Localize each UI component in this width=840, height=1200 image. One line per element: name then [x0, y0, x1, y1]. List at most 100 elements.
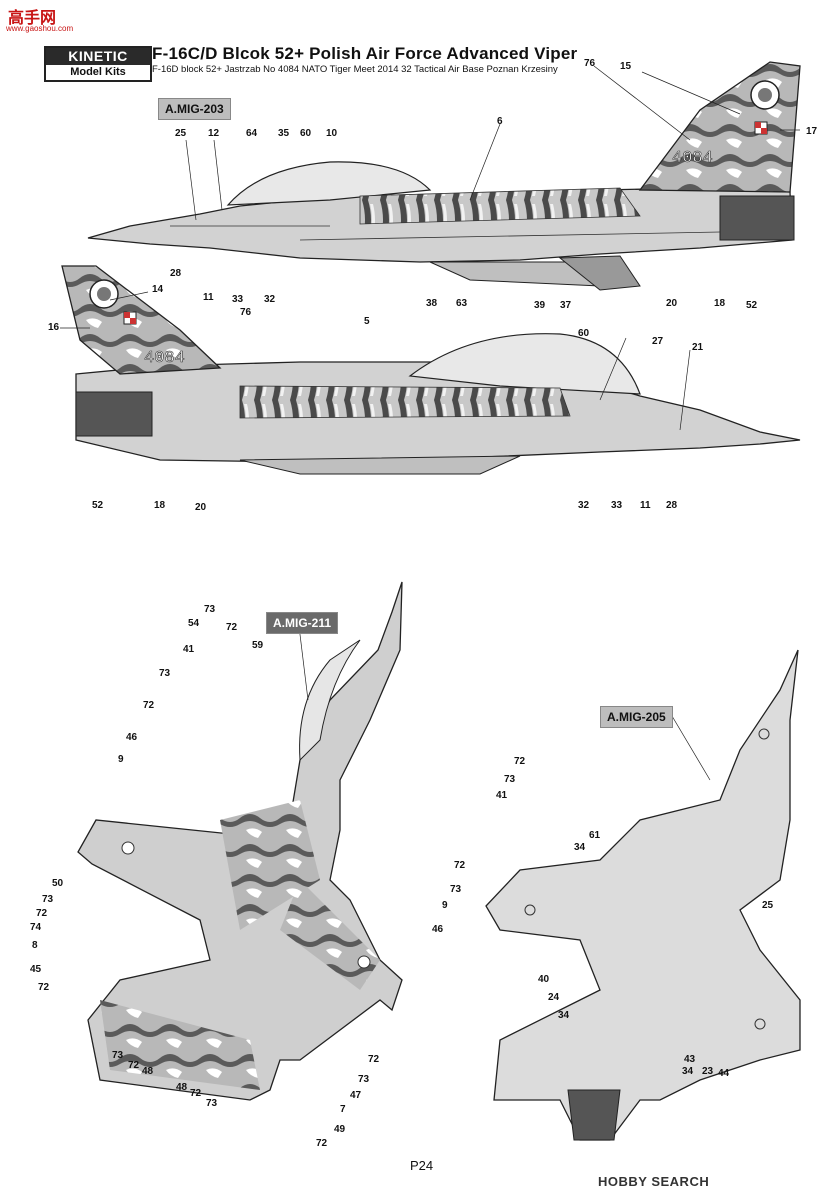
callout: 48 [176, 1082, 188, 1093]
callout: 72 [454, 860, 466, 871]
callout: 72 [514, 756, 526, 767]
callout: 34 [682, 1066, 694, 1077]
color-tag-side: A.MIG-203 [158, 98, 231, 120]
logo-subtitle: Model Kits [70, 66, 126, 78]
callout: 63 [456, 298, 468, 309]
callout: 43 [684, 1054, 696, 1065]
callout: 25 [175, 128, 187, 139]
callout: 18 [714, 298, 726, 309]
callout: 14 [152, 284, 164, 295]
callout: 61 [589, 830, 601, 841]
side1-serial: 4084 [672, 149, 713, 168]
watermark-url: www.gaoshou.com [6, 24, 74, 33]
callout: 32 [578, 500, 590, 511]
callout: 44 [718, 1068, 730, 1079]
side-view-upper: 4084 [87, 61, 801, 291]
callout: 12 [208, 128, 220, 139]
callout: 38 [426, 298, 438, 309]
callout: 33 [232, 294, 244, 305]
callout: 40 [538, 974, 550, 985]
color-tag-bottom: A.MIG-205 [600, 706, 673, 728]
callout: 76 [240, 307, 252, 318]
logo-brand: KINETIC [46, 48, 150, 65]
callout: 73 [358, 1074, 370, 1085]
callout: 9 [118, 754, 124, 765]
callout: 48 [142, 1066, 154, 1077]
callout: 52 [746, 300, 758, 311]
callout: 50 [52, 878, 64, 889]
callout: 10 [326, 128, 338, 139]
callout: 24 [548, 992, 560, 1003]
callout: 76 [584, 58, 596, 69]
callout: 47 [350, 1090, 362, 1101]
callout: 41 [183, 644, 195, 655]
callout: 72 [368, 1054, 380, 1065]
callout: 34 [558, 1010, 570, 1021]
top-view [77, 581, 403, 1101]
callout: 73 [204, 604, 216, 615]
callout: 72 [38, 982, 50, 993]
callout: 18 [154, 500, 166, 511]
callout: 72 [190, 1088, 202, 1099]
callout: 17 [806, 126, 818, 137]
callout: 73 [504, 774, 516, 785]
callout: 64 [246, 128, 258, 139]
callout: 5 [364, 316, 370, 327]
callout: 41 [496, 790, 508, 801]
callout: 25 [762, 900, 774, 911]
leader-lines [60, 65, 800, 781]
callout: 73 [42, 894, 54, 905]
callout: 72 [143, 700, 155, 711]
bottom-view [485, 649, 801, 1141]
callout: 8 [32, 940, 38, 951]
callout: 52 [92, 500, 104, 511]
callout: 72 [36, 908, 48, 919]
callout: 11 [203, 292, 214, 303]
watermark-logo: 高手网 [8, 10, 57, 27]
callout: 59 [252, 640, 264, 651]
callout: 72 [316, 1138, 328, 1149]
callout: 34 [574, 842, 586, 853]
callout: 27 [652, 336, 664, 347]
callout: 11 [640, 500, 651, 511]
watermark-hobbysearch: HOBBY SEARCH [598, 1174, 710, 1189]
page-number: P24 [410, 1158, 434, 1173]
callout: 73 [206, 1098, 218, 1109]
callout: 73 [450, 884, 462, 895]
callout: 46 [126, 732, 138, 743]
callout: 9 [442, 900, 448, 911]
callout: 20 [666, 298, 678, 309]
callout: 72 [128, 1060, 140, 1071]
side-view-lower: 4084 [61, 265, 801, 475]
callout: 15 [620, 61, 632, 72]
callout: 73 [112, 1050, 124, 1061]
callout: 37 [560, 300, 572, 311]
callout: 21 [692, 342, 704, 353]
side2-serial: 4084 [144, 349, 185, 368]
callout: 72 [226, 622, 238, 633]
color-tag-top: A.MIG-211 [266, 612, 339, 634]
callout: 7 [340, 1104, 346, 1115]
page-subtitle: F-16D block 52+ Jastrzab No 4084 NATO Ti… [152, 64, 558, 75]
page-title: F-16C/D Blcok 52+ Polish Air Force Advan… [152, 44, 578, 63]
callout: 74 [30, 922, 42, 933]
callout: 28 [666, 500, 678, 511]
callout: 16 [48, 322, 60, 333]
callout: 20 [195, 502, 207, 513]
callout: 49 [334, 1124, 346, 1135]
kinetic-logo: KINETIC Model Kits [44, 46, 152, 82]
callout: 6 [497, 116, 503, 127]
callout: 60 [300, 128, 312, 139]
callout: 32 [264, 294, 276, 305]
callout: 54 [188, 618, 200, 629]
callout: 39 [534, 300, 546, 311]
callout: 35 [278, 128, 290, 139]
callout: 73 [159, 668, 171, 679]
callout: 60 [578, 328, 590, 339]
callout: 46 [432, 924, 444, 935]
callout: 45 [30, 964, 42, 975]
callout: 28 [170, 268, 182, 279]
callout: 33 [611, 500, 623, 511]
callout: 23 [702, 1066, 714, 1077]
